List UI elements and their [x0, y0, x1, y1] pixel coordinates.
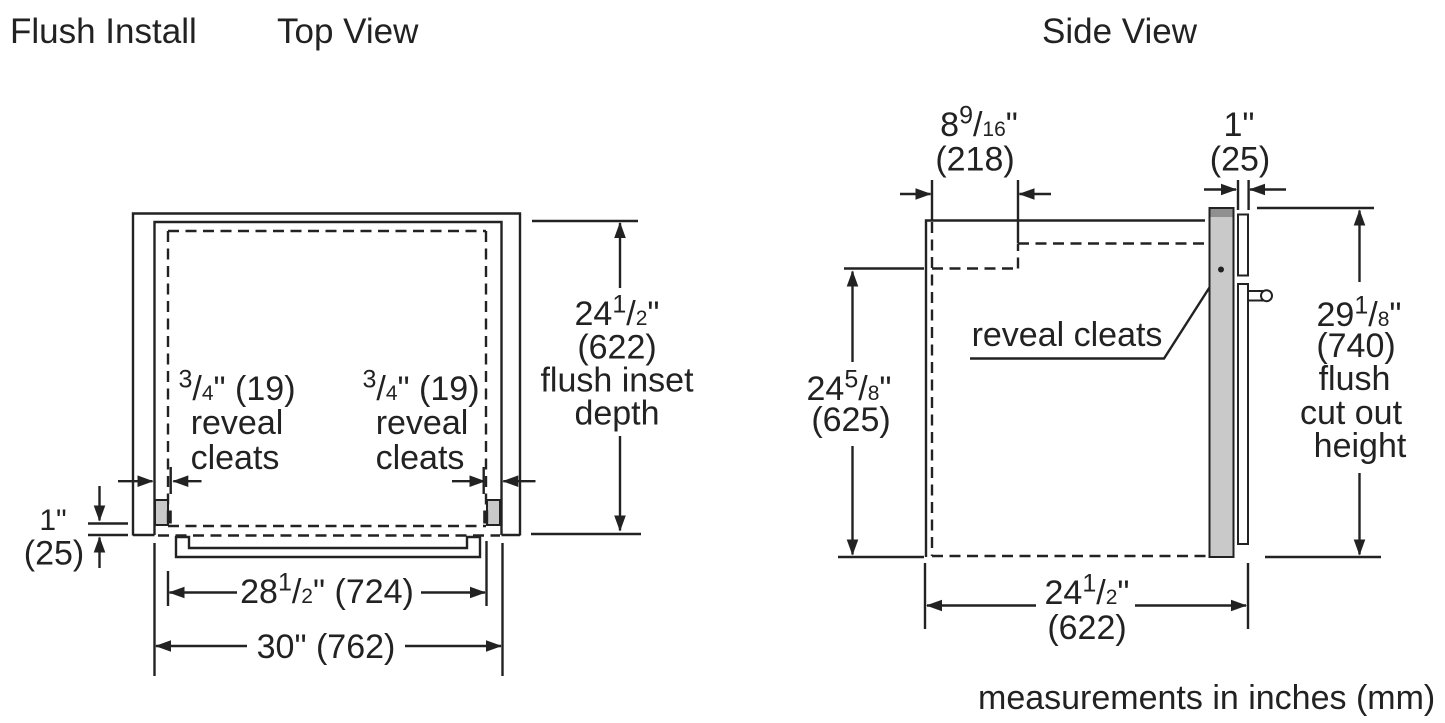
svg-text:height: height	[1314, 427, 1407, 465]
svg-text:3/4" (19): 3/4" (19)	[362, 366, 479, 409]
svg-text:3/4" (19): 3/4" (19)	[178, 366, 295, 409]
svg-text:Top View: Top View	[277, 12, 419, 51]
svg-text:Flush Install: Flush Install	[10, 12, 197, 51]
svg-text:(25): (25)	[1210, 141, 1270, 179]
svg-text:cleats: cleats	[376, 439, 465, 477]
svg-text:89/16": 89/16"	[940, 102, 1018, 145]
svg-text:reveal: reveal	[191, 404, 284, 442]
svg-text:(622): (622)	[577, 329, 656, 367]
svg-text:30" (762): 30" (762)	[257, 628, 396, 666]
svg-text:(740): (740)	[1316, 327, 1395, 365]
svg-text:cut out: cut out	[1300, 394, 1403, 432]
svg-text:(622): (622)	[1047, 609, 1126, 647]
svg-text:reveal: reveal	[376, 404, 469, 442]
svg-text:(25): (25)	[24, 535, 84, 573]
svg-text:241/2": 241/2"	[575, 291, 660, 334]
svg-text:reveal cleats: reveal cleats	[972, 316, 1163, 354]
svg-text:depth: depth	[574, 395, 659, 433]
svg-text:measurements in inches (mm): measurements in inches (mm)	[978, 679, 1435, 717]
svg-text:cleats: cleats	[191, 439, 280, 477]
svg-text:flush: flush	[1319, 360, 1391, 398]
svg-text:flush inset: flush inset	[540, 362, 694, 400]
svg-text:Side View: Side View	[1042, 12, 1198, 51]
svg-text:281/2" (724): 281/2" (724)	[240, 569, 414, 612]
svg-text:1": 1"	[39, 504, 66, 537]
svg-text:(218): (218)	[935, 141, 1014, 179]
svg-text:(625): (625)	[811, 401, 890, 439]
svg-text:1": 1"	[1224, 106, 1255, 144]
svg-text:241/2": 241/2"	[1045, 570, 1130, 613]
